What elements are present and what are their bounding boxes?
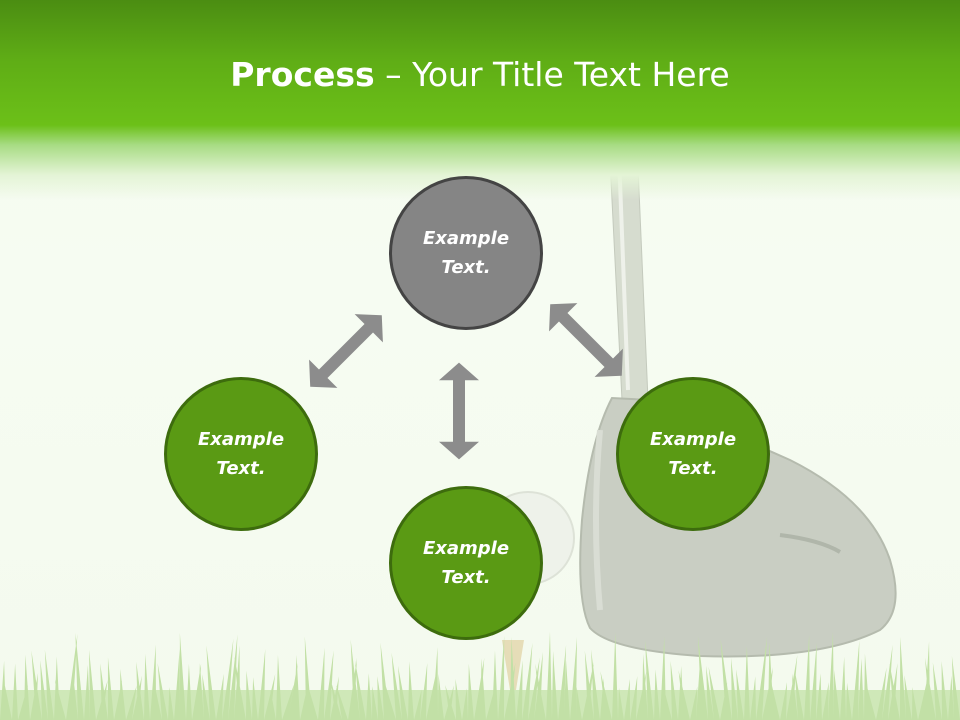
node-right-line1: Example: [649, 429, 737, 450]
process-node-bottom: Example Text.: [389, 486, 543, 640]
process-node-left: Example Text.: [164, 377, 318, 531]
node-left-line1: Example: [197, 429, 285, 450]
grass: [0, 631, 960, 720]
node-right-line2: Text.: [668, 458, 718, 479]
node-bottom-line1: Example: [422, 538, 510, 559]
node-bottom-line2: Text.: [441, 567, 491, 588]
slide-title: Process – Your Title Text Here: [0, 48, 960, 102]
process-node-right: Example Text.: [616, 377, 770, 531]
node-left-line2: Text.: [216, 458, 266, 479]
title-bar: [0, 0, 960, 200]
node-top-line1: Example: [422, 228, 510, 249]
arrow-top-right: [536, 290, 636, 390]
arrow-top-bottom: [439, 362, 479, 460]
title-strong: Process: [230, 55, 375, 94]
process-node-top: Example Text.: [389, 176, 543, 330]
arrow-top-left: [296, 301, 396, 401]
title-rest: – Your Title Text Here: [374, 55, 730, 94]
node-top-line2: Text.: [441, 257, 491, 278]
